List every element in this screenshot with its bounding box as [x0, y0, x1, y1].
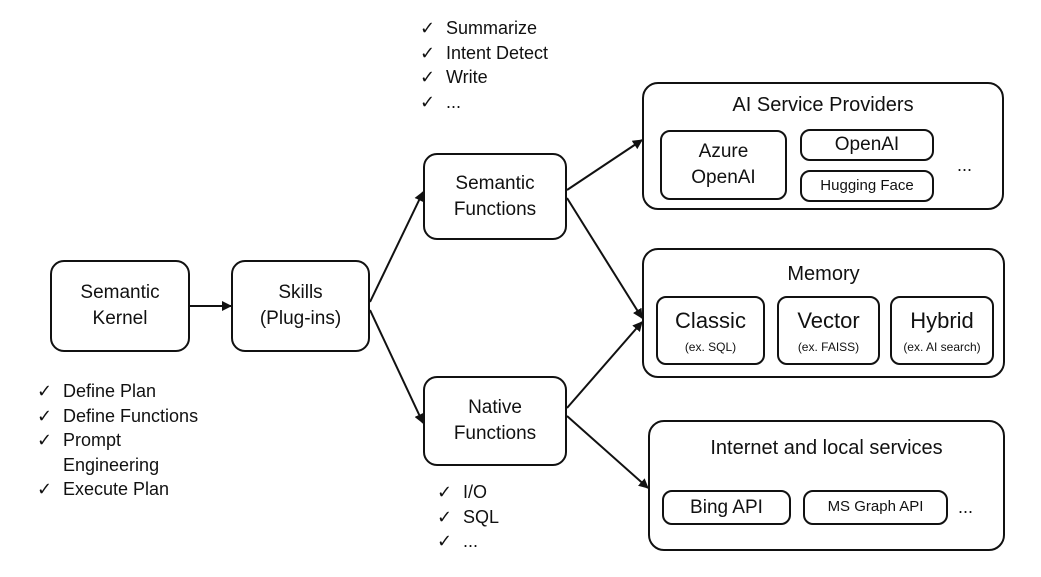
arrow-skills-to-native [369, 309, 424, 424]
semantic-functions-node: Semantic Functions [423, 153, 567, 240]
list-item: ✓Define Plan [37, 379, 198, 404]
memory-item-label: Hybrid [910, 308, 974, 334]
native-functions-examples: ✓I/O ✓SQL ✓... [437, 480, 499, 554]
hugging-face-label: Hugging Face [820, 176, 914, 194]
hugging-face-box: Hugging Face [800, 170, 934, 202]
arrow-native-to-memory [566, 321, 643, 409]
checkmark-icon: ✓ [437, 506, 453, 527]
ms-graph-api-label: MS Graph API [827, 498, 924, 516]
kernel-capabilities: ✓Define Plan ✓Define Functions ✓Prompt E… [37, 379, 198, 502]
list-item: ✓SQL [437, 505, 499, 530]
arrow-semantic-to-providers [566, 139, 643, 191]
memory-item-note: (ex. AI search) [903, 339, 981, 354]
azure-openai-box: Azure OpenAI [660, 130, 787, 200]
memory-item-hybrid: Hybrid (ex. AI search) [890, 296, 994, 365]
checkmark-icon: ✓ [37, 430, 53, 450]
checkmark-icon: ✓ [420, 91, 436, 112]
memory-item-classic: Classic (ex. SQL) [656, 296, 765, 365]
checkmark-icon: ✓ [420, 67, 436, 87]
memory-group: Memory Classic (ex. SQL) Vector (ex. FAI… [642, 248, 1005, 378]
semantic-kernel-node: Semantic Kernel [50, 260, 190, 352]
ai-providers-title: AI Service Providers [732, 94, 914, 116]
memory-item-note: (ex. FAISS) [797, 339, 860, 354]
checkmark-icon: ✓ [37, 479, 53, 499]
checkmark-icon: ✓ [420, 42, 436, 63]
providers-more: ... [957, 155, 973, 175]
native-functions-label: Native Functions [453, 397, 537, 444]
arrow-skills-to-semantic [369, 191, 424, 303]
skills-label: Skills (Plug-ins) [259, 282, 342, 329]
services-more: ... [958, 497, 974, 517]
memory-title: Memory [787, 263, 860, 285]
services-group: Internet and local services Bing API MS … [648, 420, 1005, 551]
list-item: ✓Summarize [420, 16, 548, 41]
ai-providers-group: AI Service Providers Azure OpenAI OpenAI… [642, 82, 1004, 210]
skills-node: Skills (Plug-ins) [231, 260, 370, 352]
bing-api-label: Bing API [690, 496, 763, 518]
checkmark-icon: ✓ [420, 18, 436, 38]
arrow-native-to-services [566, 415, 649, 489]
list-item: ✓Intent Detect [420, 41, 548, 66]
list-item: ✓Prompt Engineering [37, 430, 160, 475]
ms-graph-api-box: MS Graph API [803, 490, 948, 525]
list-item: ✓I/O [437, 480, 499, 505]
list-item: ✓... [437, 529, 499, 554]
memory-item-label: Classic [675, 308, 746, 334]
list-item: ✓Write [420, 65, 548, 90]
native-functions-node: Native Functions [423, 376, 567, 466]
checkmark-icon: ✓ [437, 482, 453, 502]
list-item: ✓Define Functions [37, 404, 198, 429]
checkmark-icon: ✓ [37, 381, 53, 401]
services-title: Internet and local services [710, 437, 943, 459]
bing-api-box: Bing API [662, 490, 791, 525]
memory-item-vector: Vector (ex. FAISS) [777, 296, 880, 365]
azure-openai-label: Azure OpenAI [691, 141, 756, 188]
list-item: ✓... [420, 90, 548, 115]
arrow-semantic-to-memory [566, 197, 643, 319]
memory-item-note: (ex. SQL) [684, 339, 737, 354]
semantic-kernel-label: Semantic Kernel [80, 282, 160, 329]
checkmark-icon: ✓ [37, 405, 53, 426]
openai-box: OpenAI [800, 129, 934, 161]
semantic-functions-label: Semantic Functions [453, 172, 537, 220]
openai-label: OpenAI [834, 134, 900, 156]
semantic-functions-examples: ✓Summarize ✓Intent Detect ✓Write ✓... [420, 16, 548, 114]
memory-item-label: Vector [797, 308, 860, 334]
checkmark-icon: ✓ [437, 531, 453, 551]
list-item: ✓Execute Plan [37, 477, 198, 502]
